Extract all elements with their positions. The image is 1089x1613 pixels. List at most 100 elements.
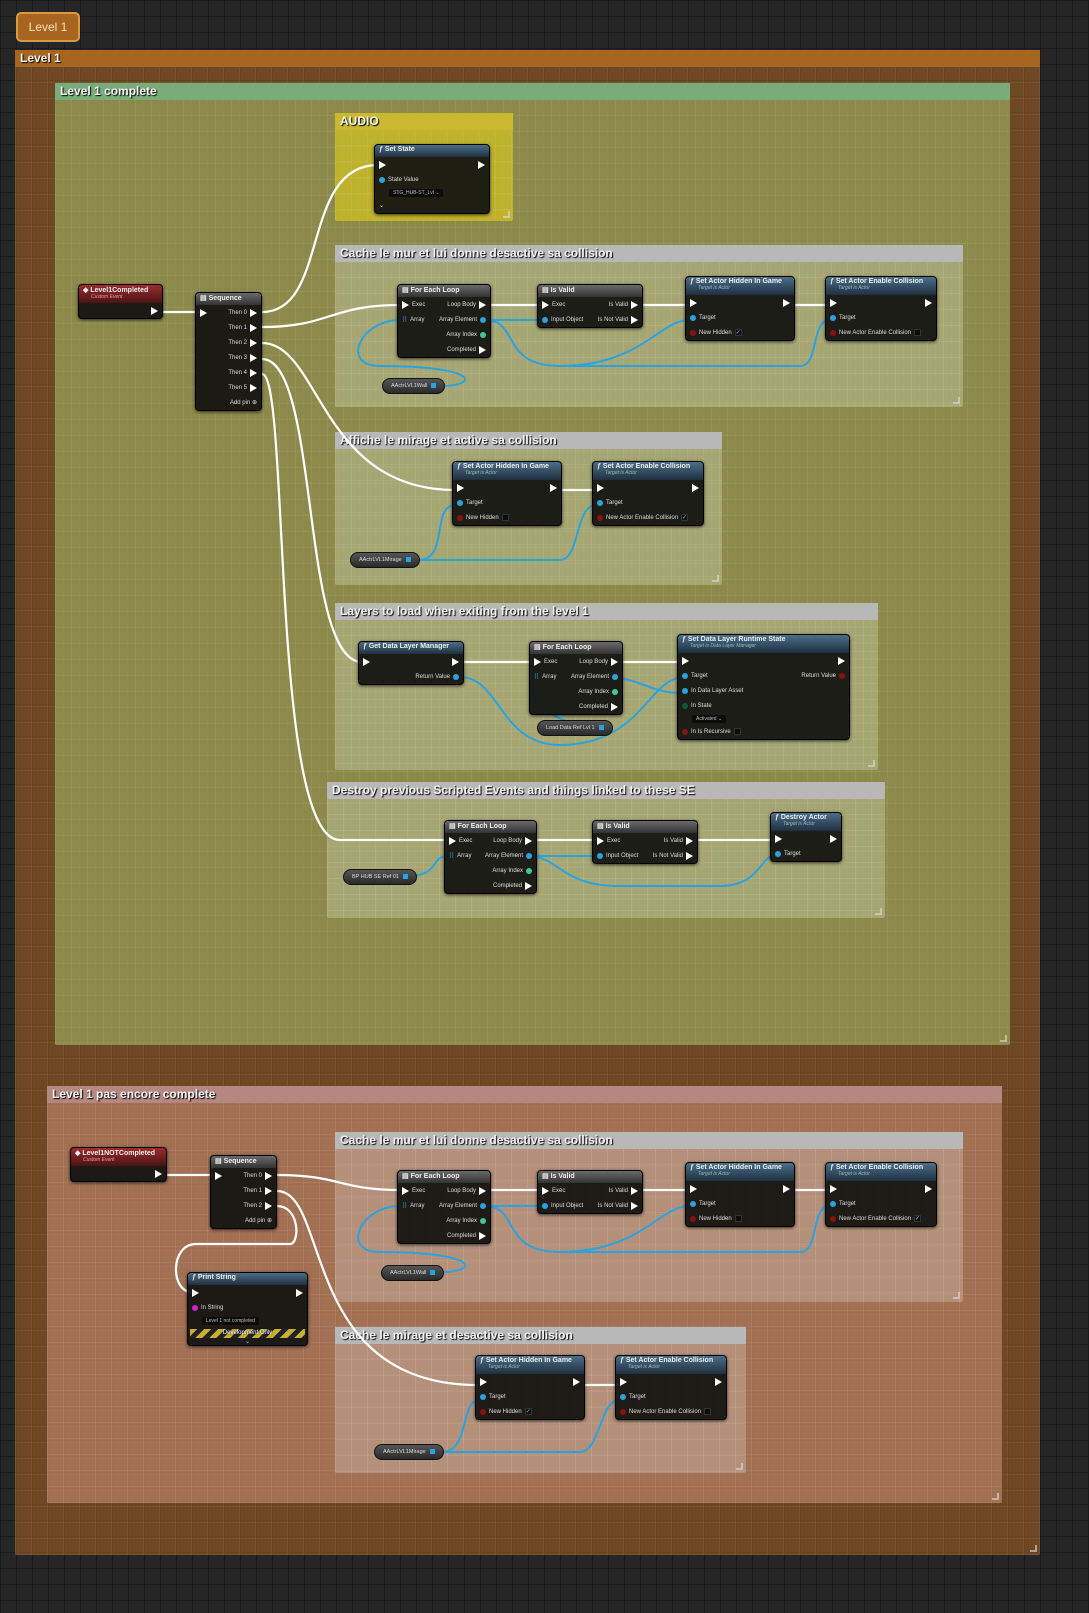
input-exec-pin[interactable]	[480, 1377, 487, 1386]
output-exec-pin[interactable]	[296, 1288, 303, 1297]
input-pin[interactable]	[830, 1215, 836, 1222]
input-exec-pin[interactable]	[379, 160, 386, 169]
output-pin[interactable]: Completed	[579, 702, 618, 711]
input-exec-pin[interactable]	[200, 308, 207, 317]
output-pin[interactable]	[715, 1377, 722, 1386]
node-header[interactable]: ▤ Is Valid	[593, 821, 697, 833]
checkbox[interactable]	[734, 1215, 742, 1222]
checkbox[interactable]	[704, 1408, 712, 1415]
output-pin[interactable]	[830, 834, 837, 843]
comment-title[interactable]: Level 1 pas encore complete	[47, 1086, 1002, 1103]
input-exec-pin[interactable]	[542, 300, 549, 309]
input-pin[interactable]	[379, 176, 385, 183]
output-exec-pin[interactable]	[250, 323, 257, 332]
input-pin[interactable]: Target	[457, 499, 483, 506]
input-exec-pin[interactable]	[192, 1288, 199, 1297]
output-pin[interactable]: Array Element	[439, 316, 486, 323]
input-pin[interactable]	[830, 298, 837, 307]
node-header[interactable]: ▤ Sequence	[196, 293, 261, 305]
comment-title[interactable]: Destroy previous Scripted Events and thi…	[327, 782, 885, 799]
variable-loadref[interactable]: Load Data Ref Lvl 1	[537, 720, 613, 736]
checkbox[interactable]: ✓	[524, 1408, 532, 1415]
input-pin[interactable]	[379, 160, 386, 169]
output-pin[interactable]	[526, 867, 532, 874]
output-pin[interactable]: Loop Body	[493, 836, 532, 845]
output-exec-pin[interactable]	[479, 1186, 486, 1195]
input-exec-pin[interactable]	[597, 836, 604, 845]
output-pin[interactable]	[612, 673, 618, 680]
input-pin[interactable]	[457, 499, 463, 506]
output-exec-pin[interactable]	[838, 656, 845, 665]
input-pin[interactable]	[480, 1408, 486, 1415]
output-exec-pin[interactable]	[250, 368, 257, 377]
checkbox[interactable]: ✓	[734, 329, 742, 336]
input-array-pin[interactable]: ⠿	[402, 1202, 408, 1210]
output-pin[interactable]	[480, 316, 486, 323]
input-pin[interactable]	[457, 514, 463, 521]
output-pin[interactable]: Is Valid	[609, 1186, 638, 1195]
output-pin[interactable]: Then 4	[228, 368, 257, 377]
output-pin[interactable]: Loop Body	[579, 657, 618, 666]
input-pin[interactable]: ⌄	[379, 202, 384, 209]
output-pin[interactable]	[925, 298, 932, 307]
output-exec-pin[interactable]	[550, 483, 557, 492]
object-pin[interactable]	[431, 383, 437, 389]
input-pin[interactable]: In State	[682, 702, 712, 709]
output-pin[interactable]: Then 0	[243, 1171, 272, 1180]
output-pin[interactable]: Then 0	[228, 308, 257, 317]
output-pin[interactable]: Then 2	[243, 1201, 272, 1210]
output-exec-pin[interactable]	[631, 300, 638, 309]
node-header[interactable]: ▤ Sequence	[211, 1156, 276, 1168]
input-exec-pin[interactable]	[449, 836, 456, 845]
object-pin[interactable]	[429, 1449, 435, 1455]
input-array-pin[interactable]: ⠿	[534, 673, 540, 681]
input-pin[interactable]: Target	[690, 314, 716, 321]
input-pin[interactable]: ⠿Array	[402, 316, 424, 324]
output-pin[interactable]	[148, 306, 158, 315]
input-pin[interactable]	[682, 687, 688, 694]
output-exec-pin[interactable]	[250, 308, 257, 317]
variable-mirage1[interactable]: AActrLVL1Mirage	[350, 552, 420, 568]
input-pin[interactable]	[200, 308, 207, 317]
variable-wall2[interactable]: AActrLVL1Wall	[381, 1265, 445, 1281]
output-pin[interactable]	[838, 656, 845, 665]
output-pin[interactable]	[296, 1288, 303, 1297]
node-header[interactable]: ▤ For Each Loop	[445, 821, 536, 833]
level-tab[interactable]: Level 1	[16, 12, 80, 42]
output-exec-pin[interactable]	[479, 345, 486, 354]
input-exec-pin[interactable]	[682, 656, 689, 665]
output-pin[interactable]	[692, 483, 699, 492]
input-pin[interactable]: In Is Recursive	[682, 728, 741, 735]
input-exec-pin[interactable]	[830, 1184, 837, 1193]
output-pin[interactable]: Return Value	[801, 672, 845, 679]
output-pin[interactable]: Then 2	[228, 338, 257, 347]
output-pin[interactable]	[925, 1184, 932, 1193]
comment-title[interactable]: Level 1 complete	[55, 83, 1010, 100]
output-pin[interactable]	[480, 1217, 486, 1224]
resize-handle[interactable]	[953, 397, 960, 404]
comment-title[interactable]: Affiche le mirage et active sa collision	[335, 432, 722, 449]
input-pin[interactable]	[215, 1171, 222, 1180]
input-pin[interactable]: New Actor Enable Collision	[830, 329, 922, 336]
comment-title[interactable]: Cache le mur et lui donne desactive sa c…	[335, 1132, 963, 1149]
output-pin[interactable]	[478, 160, 485, 169]
input-exec-pin[interactable]	[363, 657, 370, 666]
input-pin[interactable]	[597, 514, 603, 521]
input-pin[interactable]: New Actor Enable Collision✓	[830, 1215, 922, 1222]
object-pin[interactable]	[430, 1270, 436, 1276]
output-pin[interactable]	[480, 1202, 486, 1209]
comment-title[interactable]: Layers to load when exiting from the lev…	[335, 603, 878, 620]
value-field[interactable]: Activated ⌄	[692, 714, 727, 723]
output-exec-pin[interactable]	[631, 315, 638, 324]
output-exec-pin[interactable]	[686, 851, 693, 860]
